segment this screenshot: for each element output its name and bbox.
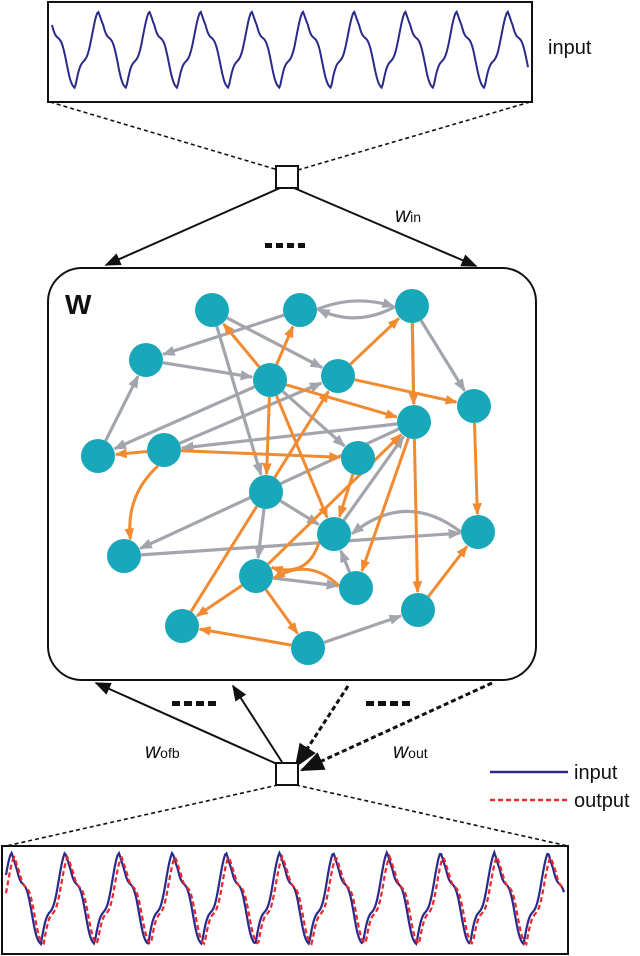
reservoir-node-12 xyxy=(317,517,351,551)
edge-gray-10 xyxy=(281,390,346,448)
readout-weight-arrow-right xyxy=(299,681,493,772)
reservoir-node-19 xyxy=(291,631,325,665)
edge-orange-24 xyxy=(222,322,261,368)
projection-line-bottom-right xyxy=(295,784,569,847)
reservoir-node-11 xyxy=(249,475,283,509)
w-in-label: win xyxy=(395,204,421,227)
reservoir-node-1 xyxy=(283,293,317,327)
input-signal-trace xyxy=(51,9,529,90)
edge-orange-14 xyxy=(472,422,482,516)
output-panel-output-trace xyxy=(4,853,565,947)
input-node xyxy=(275,165,299,189)
readout-weight-arrow-mid xyxy=(294,685,350,769)
edge-gray-9 xyxy=(180,422,398,452)
reservoir-node-6 xyxy=(457,389,491,423)
edge-orange-36 xyxy=(264,588,299,635)
ellipsis-top xyxy=(265,243,305,248)
projection-line-bottom-left xyxy=(5,784,279,847)
edge-gray-22 xyxy=(254,508,266,560)
w-out-label: wout xyxy=(393,740,428,763)
edge-gray-15 xyxy=(350,509,462,536)
projection-line-right xyxy=(297,101,531,171)
edge-gray-5 xyxy=(162,361,254,381)
edge-orange-35 xyxy=(195,584,243,618)
edge-orange-26 xyxy=(114,448,148,459)
edge-orange-34 xyxy=(412,438,423,594)
input-weight-arrow-left xyxy=(104,187,281,266)
reservoir-node-5 xyxy=(321,359,355,393)
reservoir-node-0 xyxy=(195,293,229,327)
reservoir-node-17 xyxy=(165,609,199,643)
output-panel-input-trace xyxy=(4,849,566,947)
edge-gray-13 xyxy=(140,528,462,557)
ellipsis-bottom-right xyxy=(366,701,410,706)
reservoir-label: W xyxy=(65,289,92,320)
feedback-weight-arrow-left xyxy=(94,682,278,765)
edge-gray-23 xyxy=(339,549,352,573)
edge-orange-44 xyxy=(262,396,272,476)
reservoir-node-3 xyxy=(129,343,163,377)
reservoir-node-7 xyxy=(81,439,115,473)
edge-gray-4 xyxy=(316,298,396,311)
edge-gray-19 xyxy=(323,614,403,644)
output-node xyxy=(275,762,299,786)
edge-orange-27 xyxy=(124,464,160,541)
edge-orange-32 xyxy=(180,449,342,462)
reservoir-node-4 xyxy=(253,363,287,397)
reservoir-node-18 xyxy=(401,593,435,627)
edge-orange-37 xyxy=(198,626,292,647)
edge-orange-43 xyxy=(270,541,321,576)
edge-gray-0 xyxy=(226,316,324,370)
legend-input-label: input xyxy=(574,762,618,784)
edge-orange-42 xyxy=(408,322,419,406)
edge-gray-2 xyxy=(419,319,466,392)
edge-orange-28 xyxy=(285,383,398,419)
w-ofb-label: wofb xyxy=(145,740,180,763)
edge-orange-33 xyxy=(360,437,410,573)
legend-output-label: output xyxy=(574,790,630,812)
edge-orange-25 xyxy=(275,325,295,365)
edge-orange-40 xyxy=(267,433,403,566)
reservoir-node-2 xyxy=(395,289,429,323)
edge-gray-18 xyxy=(272,576,340,590)
edge-orange-30 xyxy=(354,378,458,405)
edge-orange-39 xyxy=(337,473,355,518)
input-signal-label: input xyxy=(548,37,592,59)
reservoir-nodes xyxy=(81,289,495,665)
feedback-weight-arrow-mid xyxy=(232,684,283,763)
ellipsis-bottom-left xyxy=(172,701,216,706)
reservoir-node-10 xyxy=(341,441,375,475)
legend: input output xyxy=(490,762,630,812)
input-weight-arrow-right xyxy=(293,187,478,267)
reservoir-node-15 xyxy=(239,559,273,593)
edge-gray-6 xyxy=(104,374,140,442)
input-signal-panel xyxy=(47,1,533,103)
reservoir-node-16 xyxy=(339,571,373,605)
reservoir-node-8 xyxy=(147,433,181,467)
reservoir-node-14 xyxy=(107,539,141,573)
reservoir-edges xyxy=(104,298,482,647)
projection-line-left xyxy=(49,101,279,171)
reservoir-node-9 xyxy=(397,405,431,439)
edge-orange-20 xyxy=(427,545,469,598)
edge-orange-29 xyxy=(349,317,400,366)
edge-gray-11 xyxy=(215,325,263,476)
reservoir-node-13 xyxy=(461,515,495,549)
edge-gray-16 xyxy=(279,499,320,526)
edge-gray-3 xyxy=(316,305,396,320)
